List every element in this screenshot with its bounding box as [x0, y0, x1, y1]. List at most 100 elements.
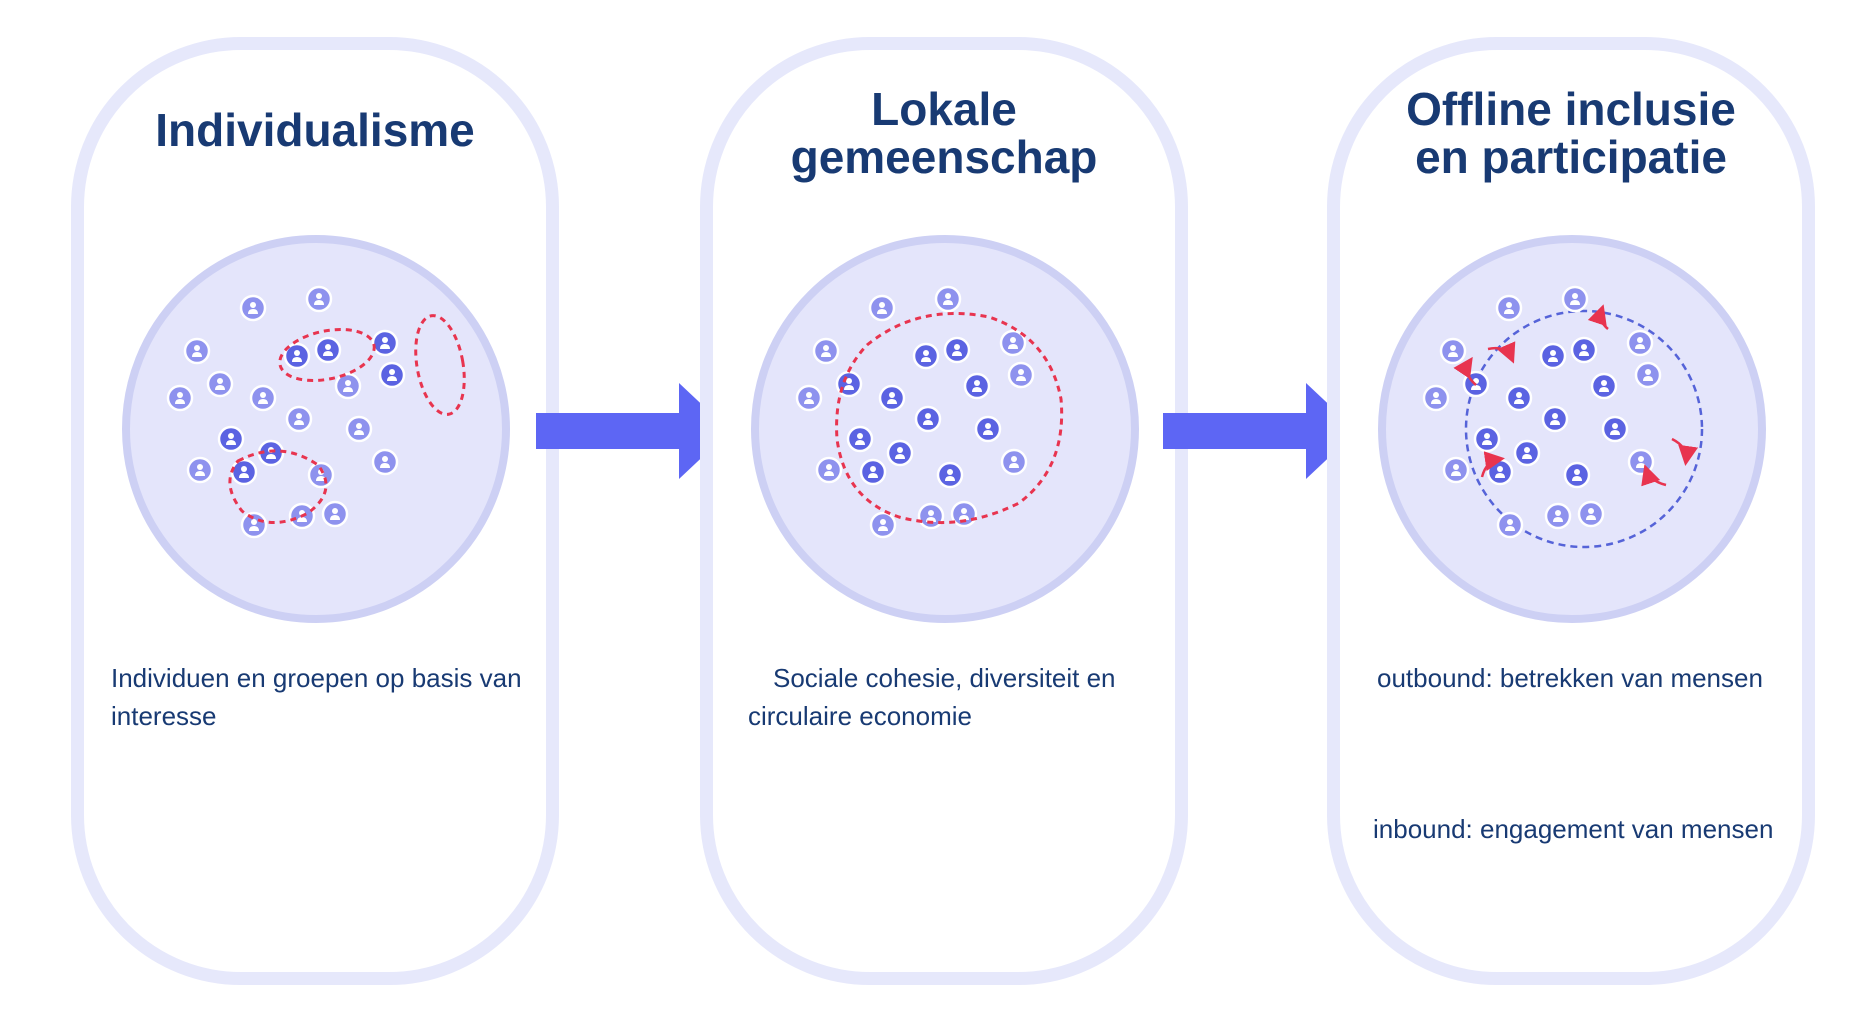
- person-icon: [914, 405, 942, 433]
- person-icon: [963, 372, 991, 400]
- person-icon: [1496, 511, 1524, 539]
- person-icon: [815, 456, 843, 484]
- person-icon: [283, 342, 311, 370]
- curved-arrow-icon: [1641, 464, 1667, 487]
- curved-arrow-icon: [1480, 451, 1505, 478]
- stage-description: Individuen en groepen op basis van inter…: [111, 659, 551, 735]
- person-icon: [314, 336, 342, 364]
- person-icon: [934, 285, 962, 313]
- person-icon: [1495, 294, 1523, 322]
- person-icon: [943, 336, 971, 364]
- description-line: interesse: [111, 701, 217, 731]
- interest-group-outline: [278, 327, 376, 383]
- stage-description-outbound: outbound: betrekken van mensen: [1377, 659, 1807, 697]
- person-icon: [1007, 361, 1035, 389]
- person-icon: [1590, 372, 1618, 400]
- person-icon: [371, 448, 399, 476]
- person-icon: [321, 500, 349, 528]
- person-icon: [186, 456, 214, 484]
- person-icon: [912, 342, 940, 370]
- person-icon: [1439, 337, 1467, 365]
- person-icon: [1422, 384, 1450, 412]
- person-icon: [886, 439, 914, 467]
- person-icon: [240, 511, 268, 539]
- person-icon: [868, 294, 896, 322]
- title-line: gemeenschap: [790, 131, 1098, 183]
- person-icon: [183, 337, 211, 365]
- person-icon: [846, 425, 874, 453]
- person-icon: [206, 370, 234, 398]
- curved-arrow-icon: [1671, 437, 1699, 466]
- person-icon: [166, 384, 194, 412]
- stage-title: Lokale gemeenschap: [713, 85, 1175, 181]
- person-icon: [1442, 456, 1470, 484]
- person-icon: [378, 361, 406, 389]
- person-icon: [334, 372, 362, 400]
- community-circle: [751, 235, 1139, 623]
- person-icon: [950, 500, 978, 528]
- person-icon: [812, 337, 840, 365]
- stage-description-inbound: inbound: engagement van mensen: [1373, 810, 1803, 848]
- person-icon: [1601, 415, 1629, 443]
- person-icon: [1577, 500, 1605, 528]
- person-icon: [1570, 336, 1598, 364]
- person-icon: [345, 415, 373, 443]
- person-icon: [878, 384, 906, 412]
- title-line: en participatie: [1415, 131, 1727, 183]
- community-circle: [1378, 235, 1766, 623]
- person-icon: [869, 511, 897, 539]
- person-icon: [285, 405, 313, 433]
- person-icon: [936, 461, 964, 489]
- title-line: Offline inclusie: [1406, 83, 1736, 135]
- person-icon: [1473, 425, 1501, 453]
- person-icon: [974, 415, 1002, 443]
- description-line: inbound: engagement van mensen: [1373, 814, 1774, 844]
- community-boundary-outline: [1464, 309, 1704, 549]
- person-icon: [999, 329, 1027, 357]
- person-icon: [1544, 502, 1572, 530]
- curved-arrow-icon: [1487, 341, 1516, 364]
- curved-arrow-icon: [1453, 356, 1477, 386]
- stage-panel-lokale-gemeenschap: Lokale gemeenschap Sociale cohesie, dive…: [700, 37, 1188, 985]
- person-icon: [1000, 448, 1028, 476]
- person-icon: [1561, 285, 1589, 313]
- stage-panel-individualisme: Individualisme Individuen en groepen op …: [71, 37, 559, 985]
- person-icon: [305, 285, 333, 313]
- person-icon: [217, 425, 245, 453]
- person-icon: [249, 384, 277, 412]
- stage-title: Offline inclusie en participatie: [1340, 85, 1802, 181]
- person-icon: [917, 502, 945, 530]
- person-icon: [239, 294, 267, 322]
- person-icon: [795, 384, 823, 412]
- person-icon: [1505, 384, 1533, 412]
- network-diagram-individualism: [122, 235, 510, 623]
- person-icon: [1486, 458, 1514, 486]
- arrow-right-icon: [1163, 383, 1357, 479]
- person-icon: [1541, 405, 1569, 433]
- stage-title: Individualisme: [84, 106, 546, 154]
- person-icon: [1563, 461, 1591, 489]
- person-icon: [371, 329, 399, 357]
- description-line: Individuen en groepen op basis van: [111, 663, 522, 693]
- network-diagram-community: [751, 235, 1139, 623]
- description-line: outbound: betrekken van mensen: [1377, 663, 1763, 693]
- person-icon: [230, 458, 258, 486]
- person-icon: [1634, 361, 1662, 389]
- person-icon: [1513, 439, 1541, 467]
- description-line: circulaire economie: [748, 701, 972, 731]
- interest-group-outline: [414, 314, 466, 416]
- person-icon: [307, 461, 335, 489]
- stage-description: Sociale cohesie, diversiteit en circulai…: [748, 659, 1168, 735]
- person-icon: [1627, 448, 1655, 476]
- community-circle: [122, 235, 510, 623]
- stage-panel-offline-inclusie: Offline inclusie en participatie outboun…: [1327, 37, 1815, 985]
- curved-arrow-icon: [1587, 304, 1609, 330]
- title-line: Individualisme: [155, 104, 475, 156]
- person-icon: [859, 458, 887, 486]
- title-line: Lokale: [871, 83, 1017, 135]
- person-icon: [1626, 329, 1654, 357]
- network-diagram-inclusion: [1378, 235, 1766, 623]
- person-icon: [1539, 342, 1567, 370]
- description-line: Sociale cohesie, diversiteit en: [773, 663, 1116, 693]
- arrow-right-icon: [536, 383, 730, 479]
